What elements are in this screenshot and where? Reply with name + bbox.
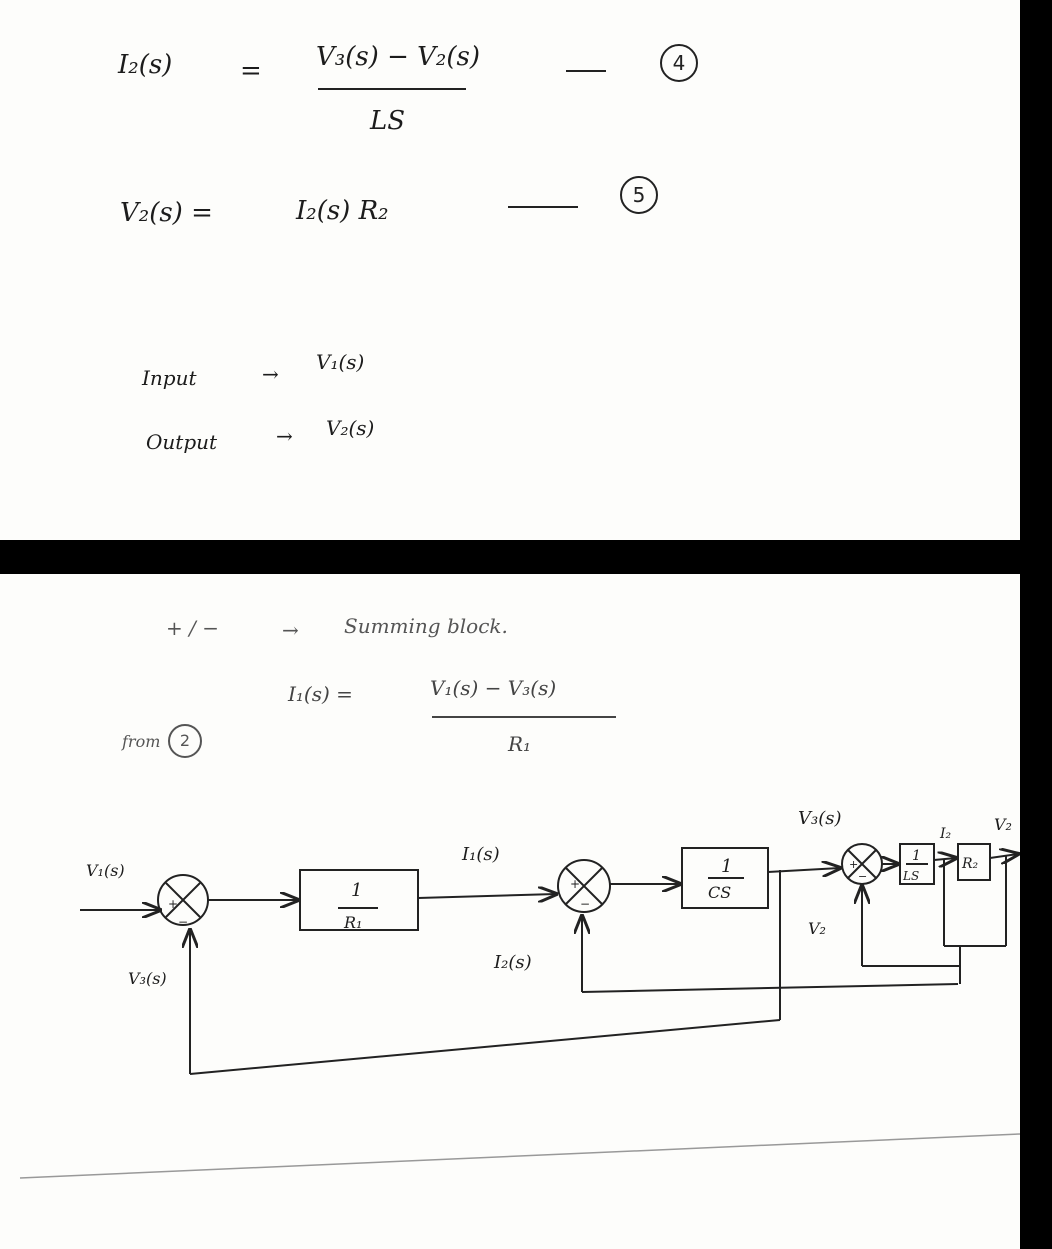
eq5-dash (508, 206, 578, 208)
block-ls-box (899, 843, 935, 885)
eq-i1-denominator: R₁ (508, 732, 532, 756)
block-diagram: 1 R₁ 1 CS 1 LS R₂ V₁(s) V₃(s) I₁(s) I₂(s… (19, 808, 1020, 1179)
summer2-plus: + (570, 877, 580, 891)
notes-page-top: I₂(s) = V₃(s) − V₂(s) LS 4 V₂(s) = I₂(s)… (0, 0, 1020, 540)
eq4-numerator: V₃(s) − V₂(s) (316, 42, 480, 72)
block-r2-label: R₂ (961, 856, 979, 872)
eq4-equals: = (240, 56, 262, 86)
summing-text: Summing block. (344, 614, 508, 638)
input-value: V₁(s) (316, 350, 365, 374)
eq5-number-circle: 5 (620, 176, 658, 214)
block-ls-numerator: 1 (912, 848, 921, 864)
eq-i1-numerator: V₁(s) − V₃(s) (430, 676, 557, 700)
summing-signs: + / − (166, 616, 219, 640)
summer3-plus: + (849, 858, 858, 871)
block-cs-denominator: CS (708, 883, 731, 902)
eq5-lhs: V₂(s) = (120, 198, 213, 228)
notes-page-bottom: + / − → Summing block. from 2 I₁(s) = V₁… (0, 574, 1020, 1249)
eq5-rhs: I₂(s) R₂ (296, 196, 389, 226)
block-ls-denominator: LS (902, 869, 919, 883)
input-label: V₁(s) (86, 861, 125, 880)
eq4-denominator: LS (370, 106, 406, 136)
output-value: V₂(s) (326, 416, 375, 440)
eq4-fraction-bar (318, 88, 466, 90)
from-note-ref-circle: 2 (168, 724, 202, 758)
i2-signal-label: I₂(s) (493, 952, 532, 973)
block-r1-box (299, 869, 419, 931)
eq4-dash (566, 70, 606, 72)
block-r1-denominator: R₁ (343, 913, 362, 932)
output-arrow: → (276, 424, 293, 448)
block-cs-numerator: 1 (721, 856, 732, 877)
i2-short-label: I₂ (939, 826, 952, 842)
cs-to-summer3-line (767, 868, 840, 872)
r1-to-summer2-line (417, 894, 556, 898)
eq-i1-fraction-bar (432, 716, 616, 718)
eq-i1-lhs: I₁(s) = (288, 682, 353, 706)
eq4-lhs: I₂(s) (118, 50, 173, 80)
eq4-number-circle: 4 (660, 44, 698, 82)
ruled-line (19, 1133, 1020, 1179)
summer1-minus: − (178, 915, 188, 929)
v2-feedback-label: V₂ (808, 919, 826, 938)
feedback-label: V₃(s) (128, 969, 167, 988)
block-cs-box (681, 847, 769, 909)
v3-signal-label: V₃(s) (798, 808, 842, 829)
summer2-minus: − (580, 897, 590, 911)
block-r2-box (957, 843, 991, 881)
summing-arrow: → (282, 618, 299, 642)
summing-junction-2 (557, 859, 611, 913)
output-label: Output (146, 430, 218, 454)
summer3-minus: − (858, 870, 867, 883)
input-label: Input (142, 366, 197, 390)
input-arrow: → (262, 362, 279, 386)
summer1-plus: + (168, 897, 178, 911)
i1-signal-label: I₁(s) (461, 844, 500, 865)
block-r1-numerator: 1 (351, 880, 362, 901)
from-note-text: from (122, 732, 161, 751)
output-label: V₂ (994, 815, 1012, 834)
